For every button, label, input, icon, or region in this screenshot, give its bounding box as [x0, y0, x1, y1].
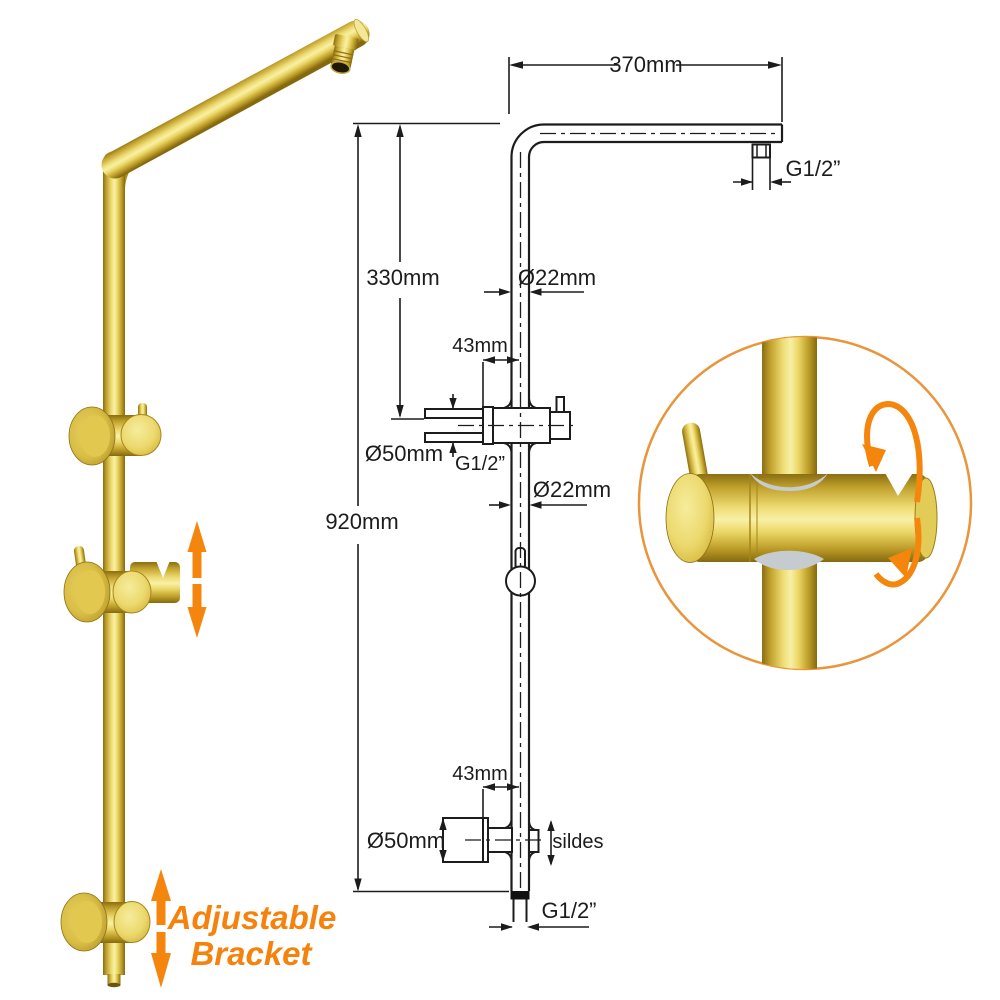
dimension-drawing: 370mm G1/2” 330mm Ø22mm 43mm Ø50mm G1/2”…: [325, 52, 841, 931]
rotation-arrowhead-top: [862, 444, 886, 472]
dim-50mm-bottom: Ø50mm: [367, 828, 445, 853]
down-arrow-mid: [187, 584, 207, 638]
adjust-arrows: [151, 521, 207, 988]
dim-43mm-bottom: 43mm: [452, 763, 508, 785]
label-slides: sildes: [552, 831, 603, 853]
bottom-cap: [113, 901, 151, 943]
arm-thread-connector: [330, 34, 359, 75]
clip-gray-top: [750, 473, 828, 491]
top-collar: [751, 143, 771, 159]
bottom-seal: [510, 891, 530, 900]
clip-gray-bottom: [754, 550, 824, 570]
detail-view: [637, 335, 973, 671]
detail-pin: [682, 422, 708, 485]
lower-right-block: [528, 829, 540, 853]
slider-bracket: [63, 546, 180, 623]
caption-line1: Adjustable: [167, 899, 337, 936]
dimension-lines: [353, 57, 791, 928]
bracket-pin-drawing: [555, 396, 565, 413]
caption-line2: Bracket: [190, 935, 313, 972]
dimension-arrowheads: [354, 61, 782, 931]
rail-tube: [103, 151, 125, 975]
dim-370mm: 370mm: [609, 52, 682, 77]
slider-cap: [112, 570, 152, 614]
pipe-flares: [503, 398, 537, 861]
rotation-arrowhead-bottom: [888, 548, 912, 578]
rail-tip: [107, 974, 121, 985]
centerlines: [458, 132, 776, 888]
dim-330mm: 330mm: [366, 265, 439, 290]
rail-tip-end: [107, 982, 121, 988]
dim-22mm-mid: Ø22mm: [533, 477, 611, 502]
bottom-bracket: [60, 892, 151, 952]
upper-bracket: [68, 403, 162, 466]
thread-opening: [330, 61, 351, 75]
holder-notch: [884, 471, 914, 496]
pipe-outline: [510, 123, 784, 891]
dim-g12-bottom: G1/2”: [541, 898, 596, 923]
detail-cylinder-cap: [665, 473, 715, 563]
dim-50mm-top: Ø50mm: [365, 441, 443, 466]
rotation-arrows: [862, 401, 923, 588]
bracket-cap: [120, 414, 162, 456]
down-arrow-bottom: [151, 932, 171, 988]
dim-g12-bracket: G1/2”: [455, 453, 505, 475]
dim-43mm-top: 43mm: [452, 335, 508, 357]
up-arrow-bottom: [151, 869, 171, 925]
dim-g12-top: G1/2”: [785, 156, 840, 181]
fork-upper-bar: [424, 408, 484, 419]
arm-end-cap: [353, 19, 370, 43]
dim-920mm: 920mm: [325, 509, 398, 534]
up-arrow-mid: [187, 521, 207, 578]
shower-arm: [101, 20, 370, 179]
product-photo: Adjustable Bracket: [60, 19, 370, 988]
dim-22mm-top: Ø22mm: [518, 265, 596, 290]
detail-contents: [665, 337, 938, 669]
